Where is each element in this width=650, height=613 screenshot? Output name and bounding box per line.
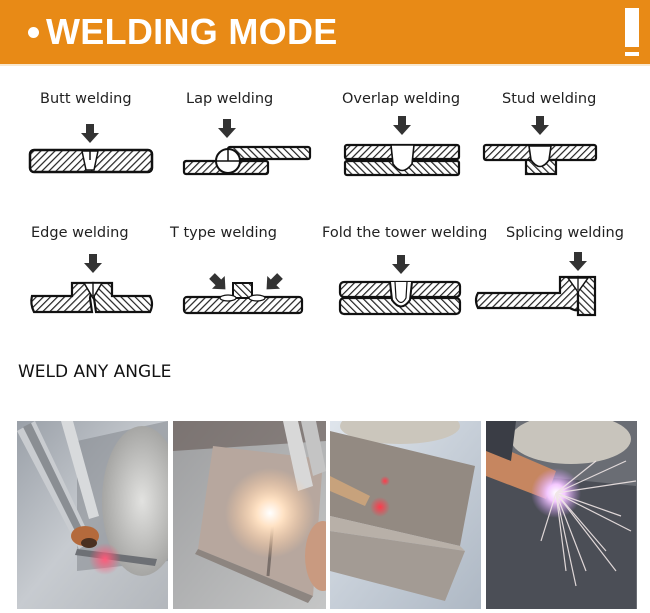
mode-label: Splicing welding <box>506 225 624 241</box>
header-divider <box>0 64 650 66</box>
mode-label: Edge welding <box>31 225 129 241</box>
edge-welding-diagram <box>30 254 154 314</box>
welding-photo-1 <box>17 421 168 609</box>
welding-photo-3 <box>330 421 481 609</box>
mode-label: Stud welding <box>502 91 597 107</box>
welding-photo-2 <box>173 421 326 609</box>
exclamation-bar-icon <box>625 8 639 58</box>
bullet-icon <box>28 27 39 38</box>
section-title: WELD ANY ANGLE <box>18 362 172 382</box>
butt-welding-diagram <box>28 124 154 174</box>
mode-label: Butt welding <box>40 91 132 107</box>
mode-label: T type welding <box>170 225 277 241</box>
header-banner: WELDING MODE <box>0 0 650 64</box>
t-type-welding-diagram <box>182 269 304 315</box>
overlap-welding-diagram <box>343 116 461 177</box>
fold-welding-diagram <box>338 255 462 316</box>
page-title: WELDING MODE <box>46 11 338 52</box>
welding-photo-4 <box>486 421 637 609</box>
lap-welding-diagram <box>182 119 312 176</box>
mode-label: Overlap welding <box>342 91 461 107</box>
mode-label: Lap welding <box>186 91 274 107</box>
splicing-welding-diagram <box>474 252 597 317</box>
mode-label: Fold the tower welding <box>322 225 488 241</box>
stud-welding-diagram <box>482 116 598 176</box>
